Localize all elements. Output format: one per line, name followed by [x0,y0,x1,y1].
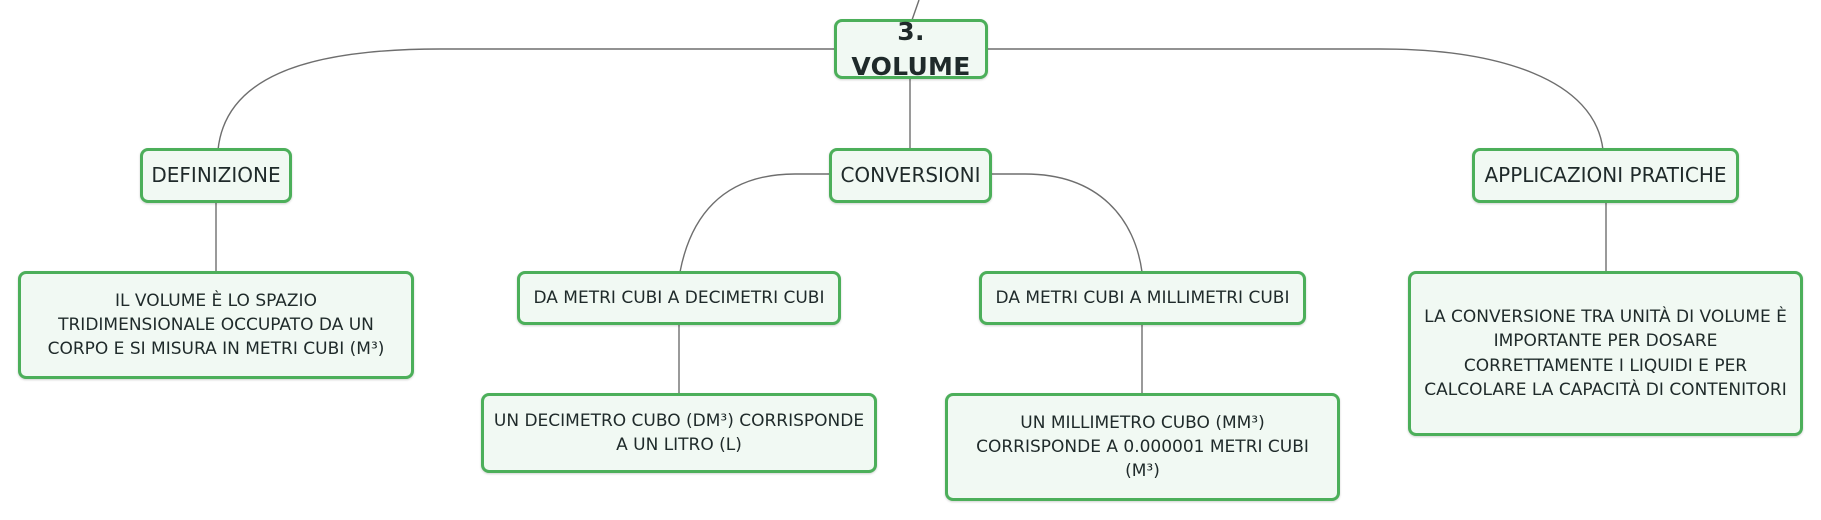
leaf-node-applicazioni-text[interactable]: LA CONVERSIONE TRA UNITÀ DI VOLUME È IMP… [1408,271,1803,436]
decimetri-text: UN DECIMETRO CUBO (DM³) CORRISPONDE A UN… [493,410,865,455]
connector-root-applicazioni [983,48,1604,151]
definizione-text: IL VOLUME È LO SPAZIO TRIDIMENSIONALE OC… [47,290,385,360]
leaf-node-millimetri-text[interactable]: UN MILLIMETRO CUBO (MM³) CORRISPONDE A 0… [945,393,1340,501]
millimetri-text: UN MILLIMETRO CUBO (MM³) CORRISPONDE A 0… [976,412,1309,482]
root-label: 3. VOLUME [851,16,971,82]
leaf-node-decimetri-text[interactable]: UN DECIMETRO CUBO (DM³) CORRISPONDE A UN… [481,393,877,473]
connector-root-definizione [217,48,838,151]
millimetri-label: DA METRI CUBI A MILLIMETRI CUBI [995,287,1290,308]
root-node[interactable]: 3. VOLUME [834,17,988,81]
connector-parent-root [911,0,920,21]
applicazioni-label: APPLICAZIONI PRATICHE [1484,163,1727,188]
topic-node-definizione[interactable]: DEFINIZIONE [140,148,292,203]
definizione-label: DEFINIZIONE [151,163,281,188]
connector-conversioni-decimetri [679,173,831,273]
conversioni-label: CONVERSIONI [840,163,981,188]
topic-node-applicazioni[interactable]: APPLICAZIONI PRATICHE [1472,148,1739,203]
topic-node-conversioni[interactable]: CONVERSIONI [829,148,992,203]
applicazioni-text: LA CONVERSIONE TRA UNITÀ DI VOLUME È IMP… [1424,307,1787,400]
connector-conversioni-millimetri [990,173,1143,273]
sub-node-millimetri[interactable]: DA METRI CUBI A MILLIMETRI CUBI [979,271,1306,325]
leaf-node-definizione-text[interactable]: IL VOLUME È LO SPAZIO TRIDIMENSIONALE OC… [18,271,414,379]
decimetri-label: DA METRI CUBI A DECIMETRI CUBI [533,287,825,308]
sub-node-decimetri[interactable]: DA METRI CUBI A DECIMETRI CUBI [517,271,841,325]
